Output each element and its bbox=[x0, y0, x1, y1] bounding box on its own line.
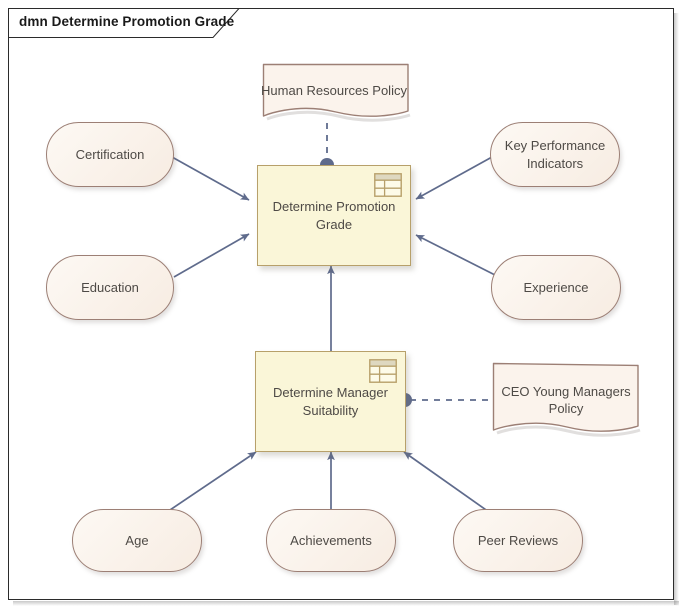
title-tab-shape bbox=[8, 8, 240, 38]
knowledge-source-label: CEO Young Managers Policy bbox=[501, 384, 631, 417]
input-data-label: Peer Reviews bbox=[477, 532, 559, 548]
input-data-age[interactable]: Age bbox=[72, 509, 202, 572]
decision-label: Determine Manager Suitability bbox=[273, 385, 388, 418]
decision-label: Determine Promotion Grade bbox=[272, 199, 396, 232]
wavy-note-shape bbox=[492, 362, 641, 437]
input-data-label: Key Performance Indicators bbox=[504, 138, 606, 171]
frame-shadow-right bbox=[674, 13, 679, 605]
input-data-label: Age bbox=[125, 532, 149, 548]
decision-determine-promotion-grade[interactable]: Determine Promotion Grade bbox=[257, 165, 411, 266]
input-data-key-performance-indicators[interactable]: Key Performance Indicators bbox=[490, 122, 620, 187]
decision-determine-manager-suitability[interactable]: Determine Manager Suitability bbox=[255, 351, 406, 452]
knowledge-source-human-resources-policy[interactable]: Human Resources Policy bbox=[258, 59, 411, 122]
input-data-certification[interactable]: Certification bbox=[46, 122, 174, 187]
input-data-label: Certification bbox=[75, 146, 145, 162]
decision-table-icon bbox=[374, 173, 402, 197]
diagram-title-tab: dmn Determine Promotion Grade bbox=[8, 8, 240, 38]
diagram-title: dmn Determine Promotion Grade bbox=[19, 14, 235, 29]
input-data-label: Education bbox=[81, 279, 139, 295]
knowledge-source-label: Human Resources Policy bbox=[261, 83, 407, 98]
input-data-achievements[interactable]: Achievements bbox=[266, 509, 396, 572]
input-data-experience[interactable]: Experience bbox=[491, 255, 621, 320]
knowledge-source-ceo-young-managers-policy[interactable]: CEO Young Managers Policy bbox=[492, 362, 641, 437]
input-data-peer-reviews[interactable]: Peer Reviews bbox=[453, 509, 583, 572]
decision-table-icon bbox=[369, 359, 397, 383]
input-data-label: Experience bbox=[523, 279, 589, 295]
input-data-label: Achievements bbox=[290, 532, 372, 548]
input-data-education[interactable]: Education bbox=[46, 255, 174, 320]
wavy-note-shape bbox=[262, 63, 411, 122]
frame-shadow-bottom bbox=[13, 601, 679, 606]
